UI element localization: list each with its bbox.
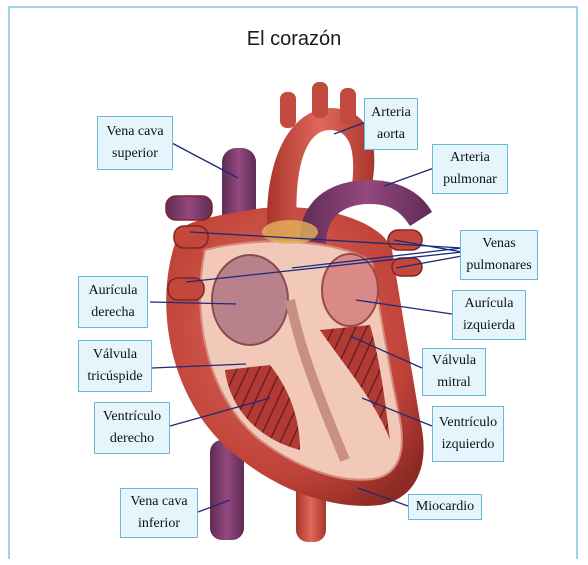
aorta-branch-2 [312, 82, 328, 118]
aorta-branch-3 [340, 88, 356, 124]
label-miocardio: Miocardio [408, 494, 482, 520]
epicardial-fat [262, 220, 318, 244]
aorta-branch-1 [280, 92, 296, 128]
leader-arteria-pulmonar [384, 168, 434, 186]
right-atrium-chamber [212, 255, 288, 345]
